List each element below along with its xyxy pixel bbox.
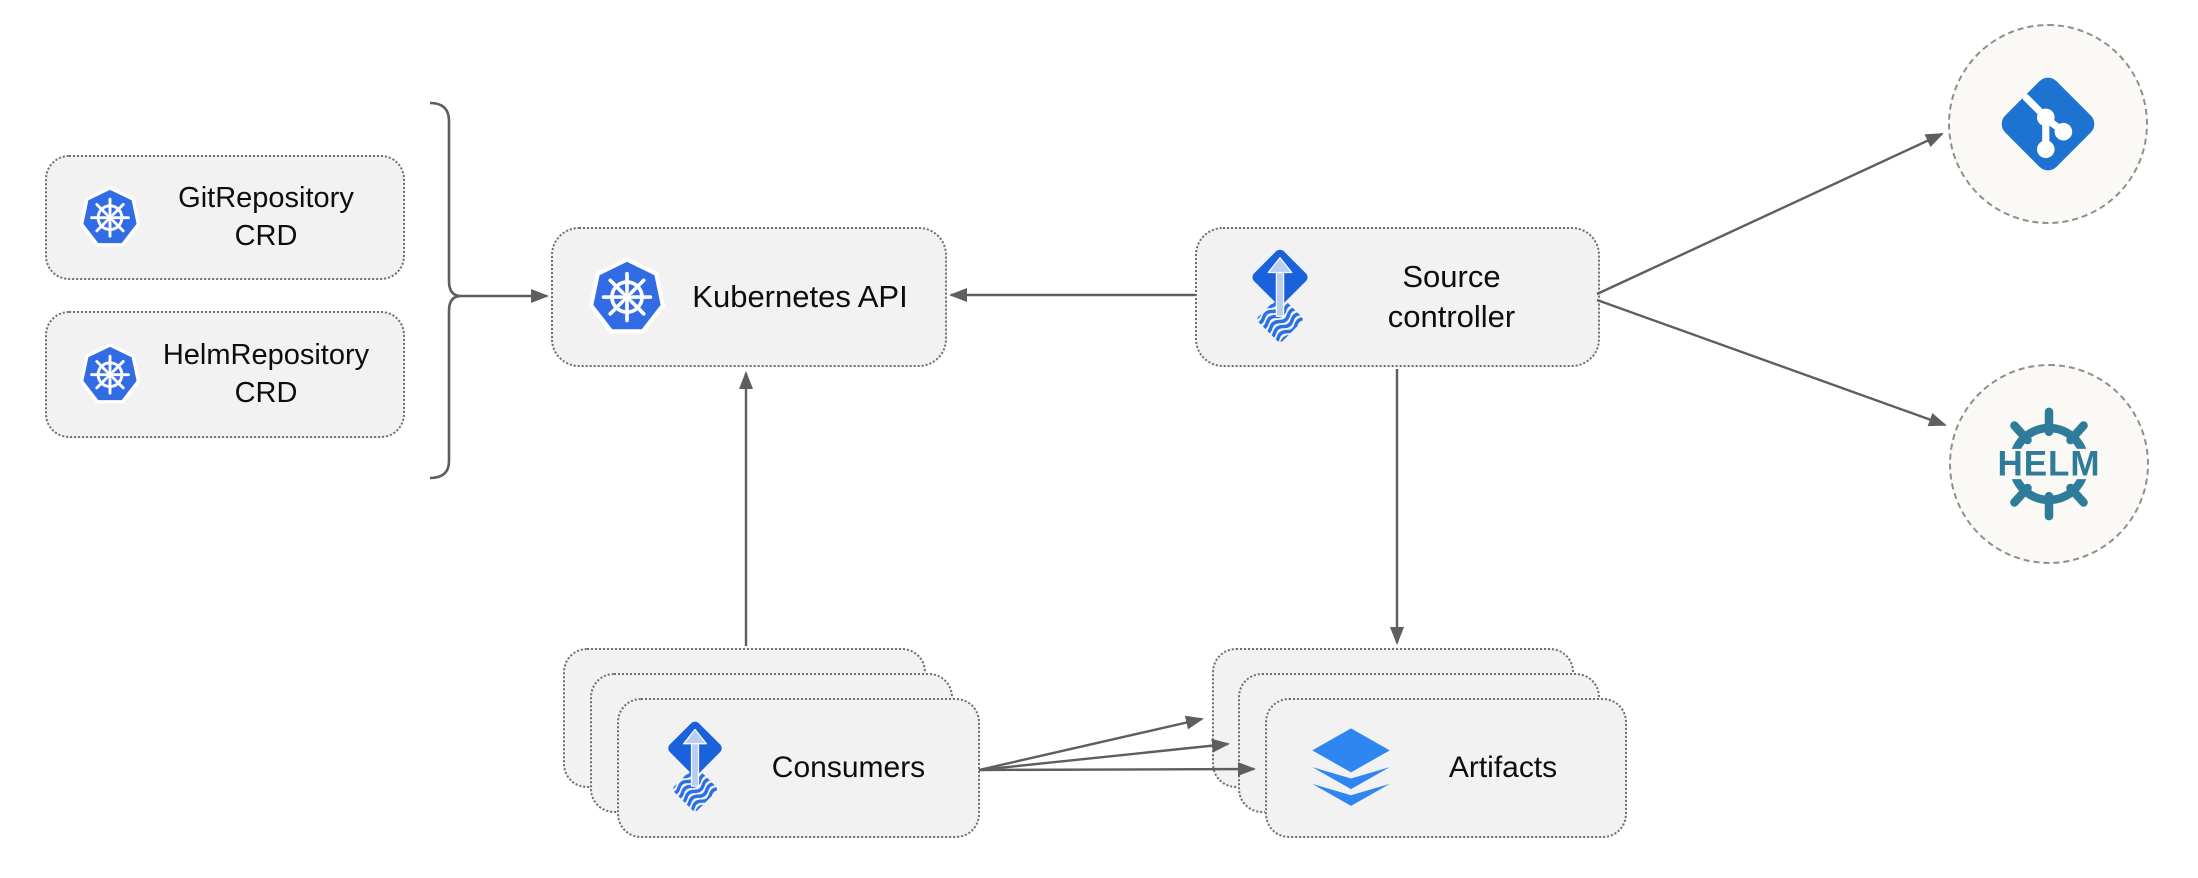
layers-icon [1312,728,1390,806]
git-icon [2001,77,2095,171]
helm-icon: HELM [1991,407,2107,521]
arrow-consumers-to-artifacts-1 [978,715,1204,772]
node-label: Kubernetes API [692,279,908,315]
node-label: Source controller [1387,259,1516,334]
node-helm-repository-crd: HelmRepository CRD [45,311,405,438]
flux-icon [1252,249,1308,344]
node-label: HelmRepository CRD [162,339,370,409]
node-source-controller: Source controller [1195,227,1600,367]
node-kubernetes-api: Kubernetes API [551,227,947,367]
brace-crd-group [429,101,462,480]
helm-logo-text: HELM [1998,444,2101,483]
arrow-source-controller-to-helm [1596,298,1947,427]
node-helm-remote: HELM [1949,364,2149,564]
kubernetes-icon [79,185,141,246]
node-artifacts: Artifacts [1265,698,1627,838]
node-git-repository-crd: GitRepository CRD [45,155,405,280]
flux-icon [668,721,722,813]
node-label: Consumers [771,750,926,784]
arrow-consumers-to-artifacts-2 [978,738,1230,772]
node-label: Artifacts [1448,750,1558,784]
artifacts-stack: Artifacts [1212,648,1632,843]
consumers-stack: Consumers [563,648,983,843]
node-consumers: Consumers [617,698,980,838]
kubernetes-icon [79,342,141,403]
node-git-remote [1948,24,2148,224]
arrow-source-controller-to-git [1596,132,1944,296]
node-label: GitRepository CRD [178,182,354,252]
kubernetes-icon [589,256,665,333]
